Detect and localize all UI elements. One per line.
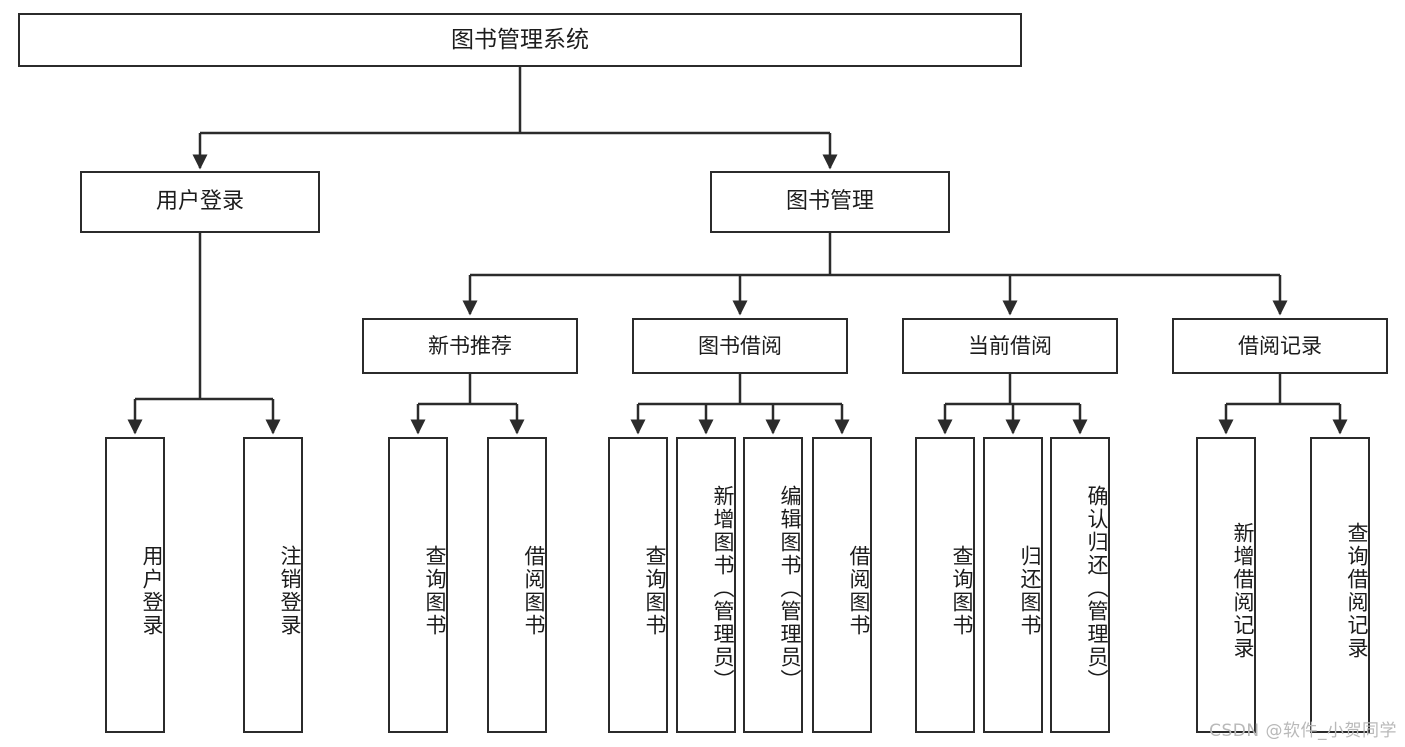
node-book-borrow[interactable]: 图书借阅 — [632, 318, 848, 374]
node-current-borrow-label: 当前借阅 — [968, 333, 1052, 358]
node-root-system[interactable]: 图书管理系统 — [18, 13, 1022, 67]
leaf-label: 确认归还（管理员） — [1085, 484, 1109, 692]
node-user-login-label: 用户登录 — [155, 189, 244, 215]
leaf-label: 查询图书 — [643, 545, 667, 637]
leaf-node-return-book[interactable]: 归还图书 — [983, 437, 1043, 733]
leaf-node-add-book-admin[interactable]: 新增图书（管理员） — [676, 437, 736, 733]
leaf-label: 借阅图书 — [522, 545, 546, 637]
leaf-node-user-login[interactable]: 用户登录 — [105, 437, 165, 733]
leaf-label: 查询图书 — [423, 545, 447, 637]
node-user-login[interactable]: 用户登录 — [80, 171, 320, 233]
node-current-borrow[interactable]: 当前借阅 — [902, 318, 1118, 374]
leaf-node-query-book-current[interactable]: 查询图书 — [915, 437, 975, 733]
node-root-label: 图书管理系统 — [451, 26, 589, 53]
leaf-label: 查询图书 — [950, 545, 974, 637]
leaf-label: 编辑图书（管理员） — [778, 484, 802, 692]
leaf-label: 新增图书（管理员） — [711, 484, 735, 692]
node-book-borrow-label: 图书借阅 — [698, 333, 782, 358]
watermark-text: CSDN @软件_小贺同学 — [1209, 721, 1397, 741]
leaf-node-borrow-book[interactable]: 借阅图书 — [812, 437, 872, 733]
node-new-book-rec-label: 新书推荐 — [428, 333, 512, 358]
leaf-node-query-book-borrow[interactable]: 查询图书 — [608, 437, 668, 733]
node-book-manage[interactable]: 图书管理 — [710, 171, 950, 233]
node-borrow-record-label: 借阅记录 — [1238, 333, 1322, 358]
leaf-label: 归还图书 — [1018, 545, 1042, 637]
leaf-node-query-borrow-record[interactable]: 查询借阅记录 — [1310, 437, 1370, 733]
leaf-label: 注销登录 — [278, 545, 302, 637]
leaf-node-edit-book-admin[interactable]: 编辑图书（管理员） — [743, 437, 803, 733]
node-book-manage-label: 图书管理 — [785, 189, 874, 215]
leaf-label: 用户登录 — [140, 545, 164, 637]
node-borrow-record[interactable]: 借阅记录 — [1172, 318, 1388, 374]
leaf-node-user-logout[interactable]: 注销登录 — [243, 437, 303, 733]
leaf-node-borrow-book-rec[interactable]: 借阅图书 — [487, 437, 547, 733]
leaf-node-confirm-return-admin[interactable]: 确认归还（管理员） — [1050, 437, 1110, 733]
leaf-label: 新增借阅记录 — [1231, 522, 1255, 660]
leaf-label: 查询借阅记录 — [1345, 522, 1369, 660]
leaf-node-query-book-rec[interactable]: 查询图书 — [388, 437, 448, 733]
leaf-label: 借阅图书 — [847, 545, 871, 637]
node-new-book-recommendation[interactable]: 新书推荐 — [362, 318, 578, 374]
leaf-node-add-borrow-record[interactable]: 新增借阅记录 — [1196, 437, 1256, 733]
